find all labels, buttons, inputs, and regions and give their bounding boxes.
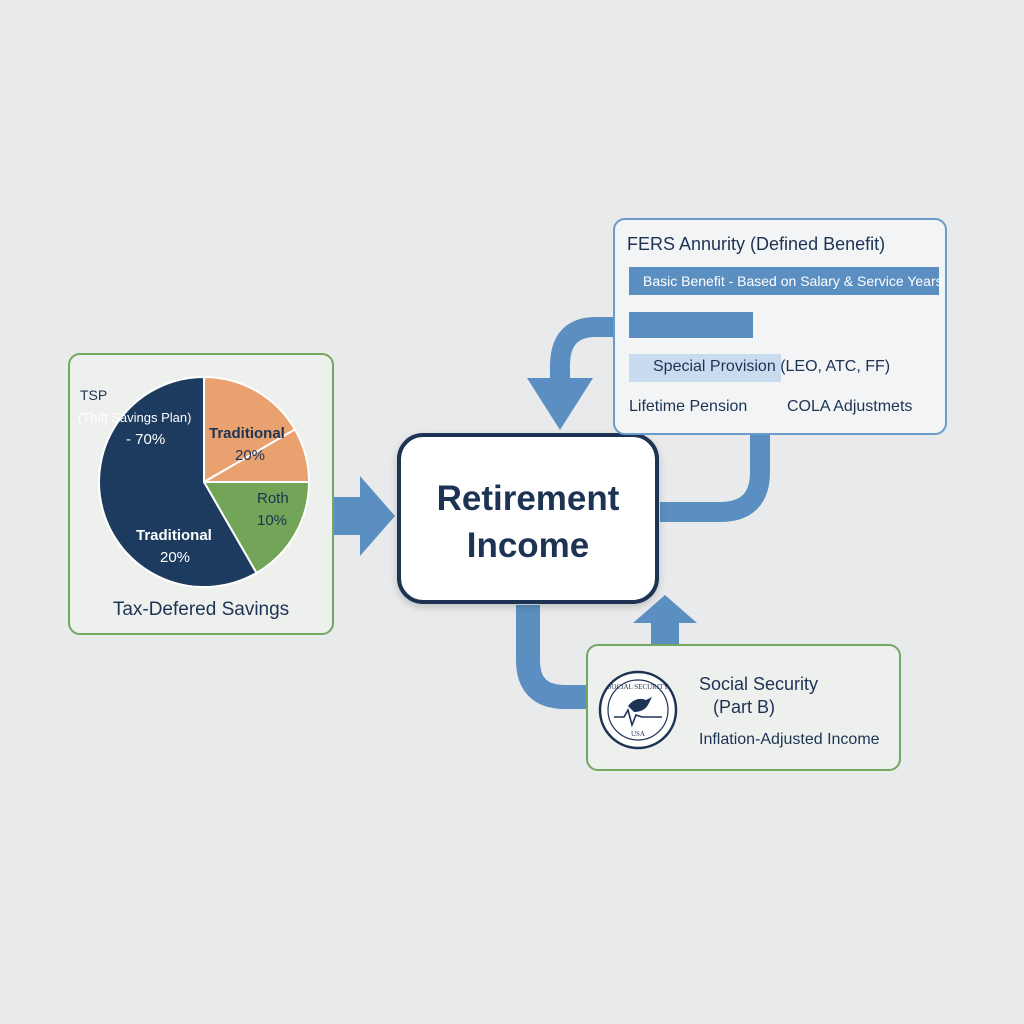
arrow-ss-to-center-head (633, 595, 697, 623)
pie-label-trad-top-pct: 20% (235, 447, 265, 464)
arrow-fers-head (527, 378, 593, 430)
special-provision-detail: (LEO, ATC, FF) (780, 358, 891, 375)
seal-text-top: SOCIAL SECURITY (608, 683, 669, 691)
cola-label: COLA Adjustmets (787, 398, 913, 415)
basic-benefit-label: Basic Benefit - Based on Salary & Servic… (643, 273, 943, 289)
special-provision-label: Special Provision (653, 358, 776, 375)
pie-label-trad-top: Traditional (209, 425, 285, 442)
pie-slice-traditional-bottom (202, 481, 311, 575)
benefit-progress-bar (629, 312, 753, 338)
connector-center-to-fers (660, 434, 770, 522)
retirement-income-box: Retirement Income (397, 433, 659, 604)
pie-slice-tsp (98, 375, 258, 588)
arrow-fers-to-center (550, 317, 614, 380)
connector-center-to-ss (516, 605, 588, 709)
basic-benefit-bar (629, 267, 939, 295)
pie-label-tsp-pct: - 70% (126, 431, 165, 448)
pie-label-trad-bottom-pct: 20% (160, 549, 190, 566)
center-title-line2: Income (466, 526, 590, 565)
tsp-pie-chart: TSP (Thift Savings Plan) - 70% Tradition… (78, 375, 311, 588)
fers-title: FERS Annurity (Defined Benefit) (627, 234, 886, 254)
special-provision-line: Special Provision (LEO, ATC, FF) (653, 358, 890, 376)
pie-label-tsp-subtitle: (Thift Savings Plan) (78, 410, 191, 425)
pie-label-roth: Roth (257, 490, 289, 507)
tsp-caption: Tax-Defered Savings (112, 599, 290, 620)
pie-label-roth-pct: 10% (257, 512, 287, 529)
seal-text-bottom: USA (631, 730, 645, 738)
special-provision-highlight (629, 354, 781, 382)
lifetime-pension-label: Lifetime Pension (629, 398, 748, 415)
social-security-panel: SOCIAL SECURITY USA Social Security (Par… (586, 644, 901, 771)
ss-subtitle: Inflation-Adjusted Income (699, 731, 880, 748)
pie-label-tsp-title: TSP (80, 387, 107, 403)
arrow-tsp-to-center (334, 476, 395, 556)
tsp-panel: TSP (Thift Savings Plan) - 70% Tradition… (68, 353, 334, 635)
pie-label-trad-bottom: Traditional (136, 527, 212, 544)
ss-title-line2: (Part B) (713, 697, 776, 717)
center-title-line1: Retirement (436, 479, 620, 518)
fers-panel: FERS Annurity (Defined Benefit) Basic Be… (613, 218, 947, 435)
social-security-seal-icon: SOCIAL SECURITY USA (598, 670, 678, 750)
pie-slice-traditional-top (203, 375, 297, 484)
ss-title-line1: Social Security (699, 674, 819, 694)
arrow-ss-shaft (651, 620, 679, 646)
